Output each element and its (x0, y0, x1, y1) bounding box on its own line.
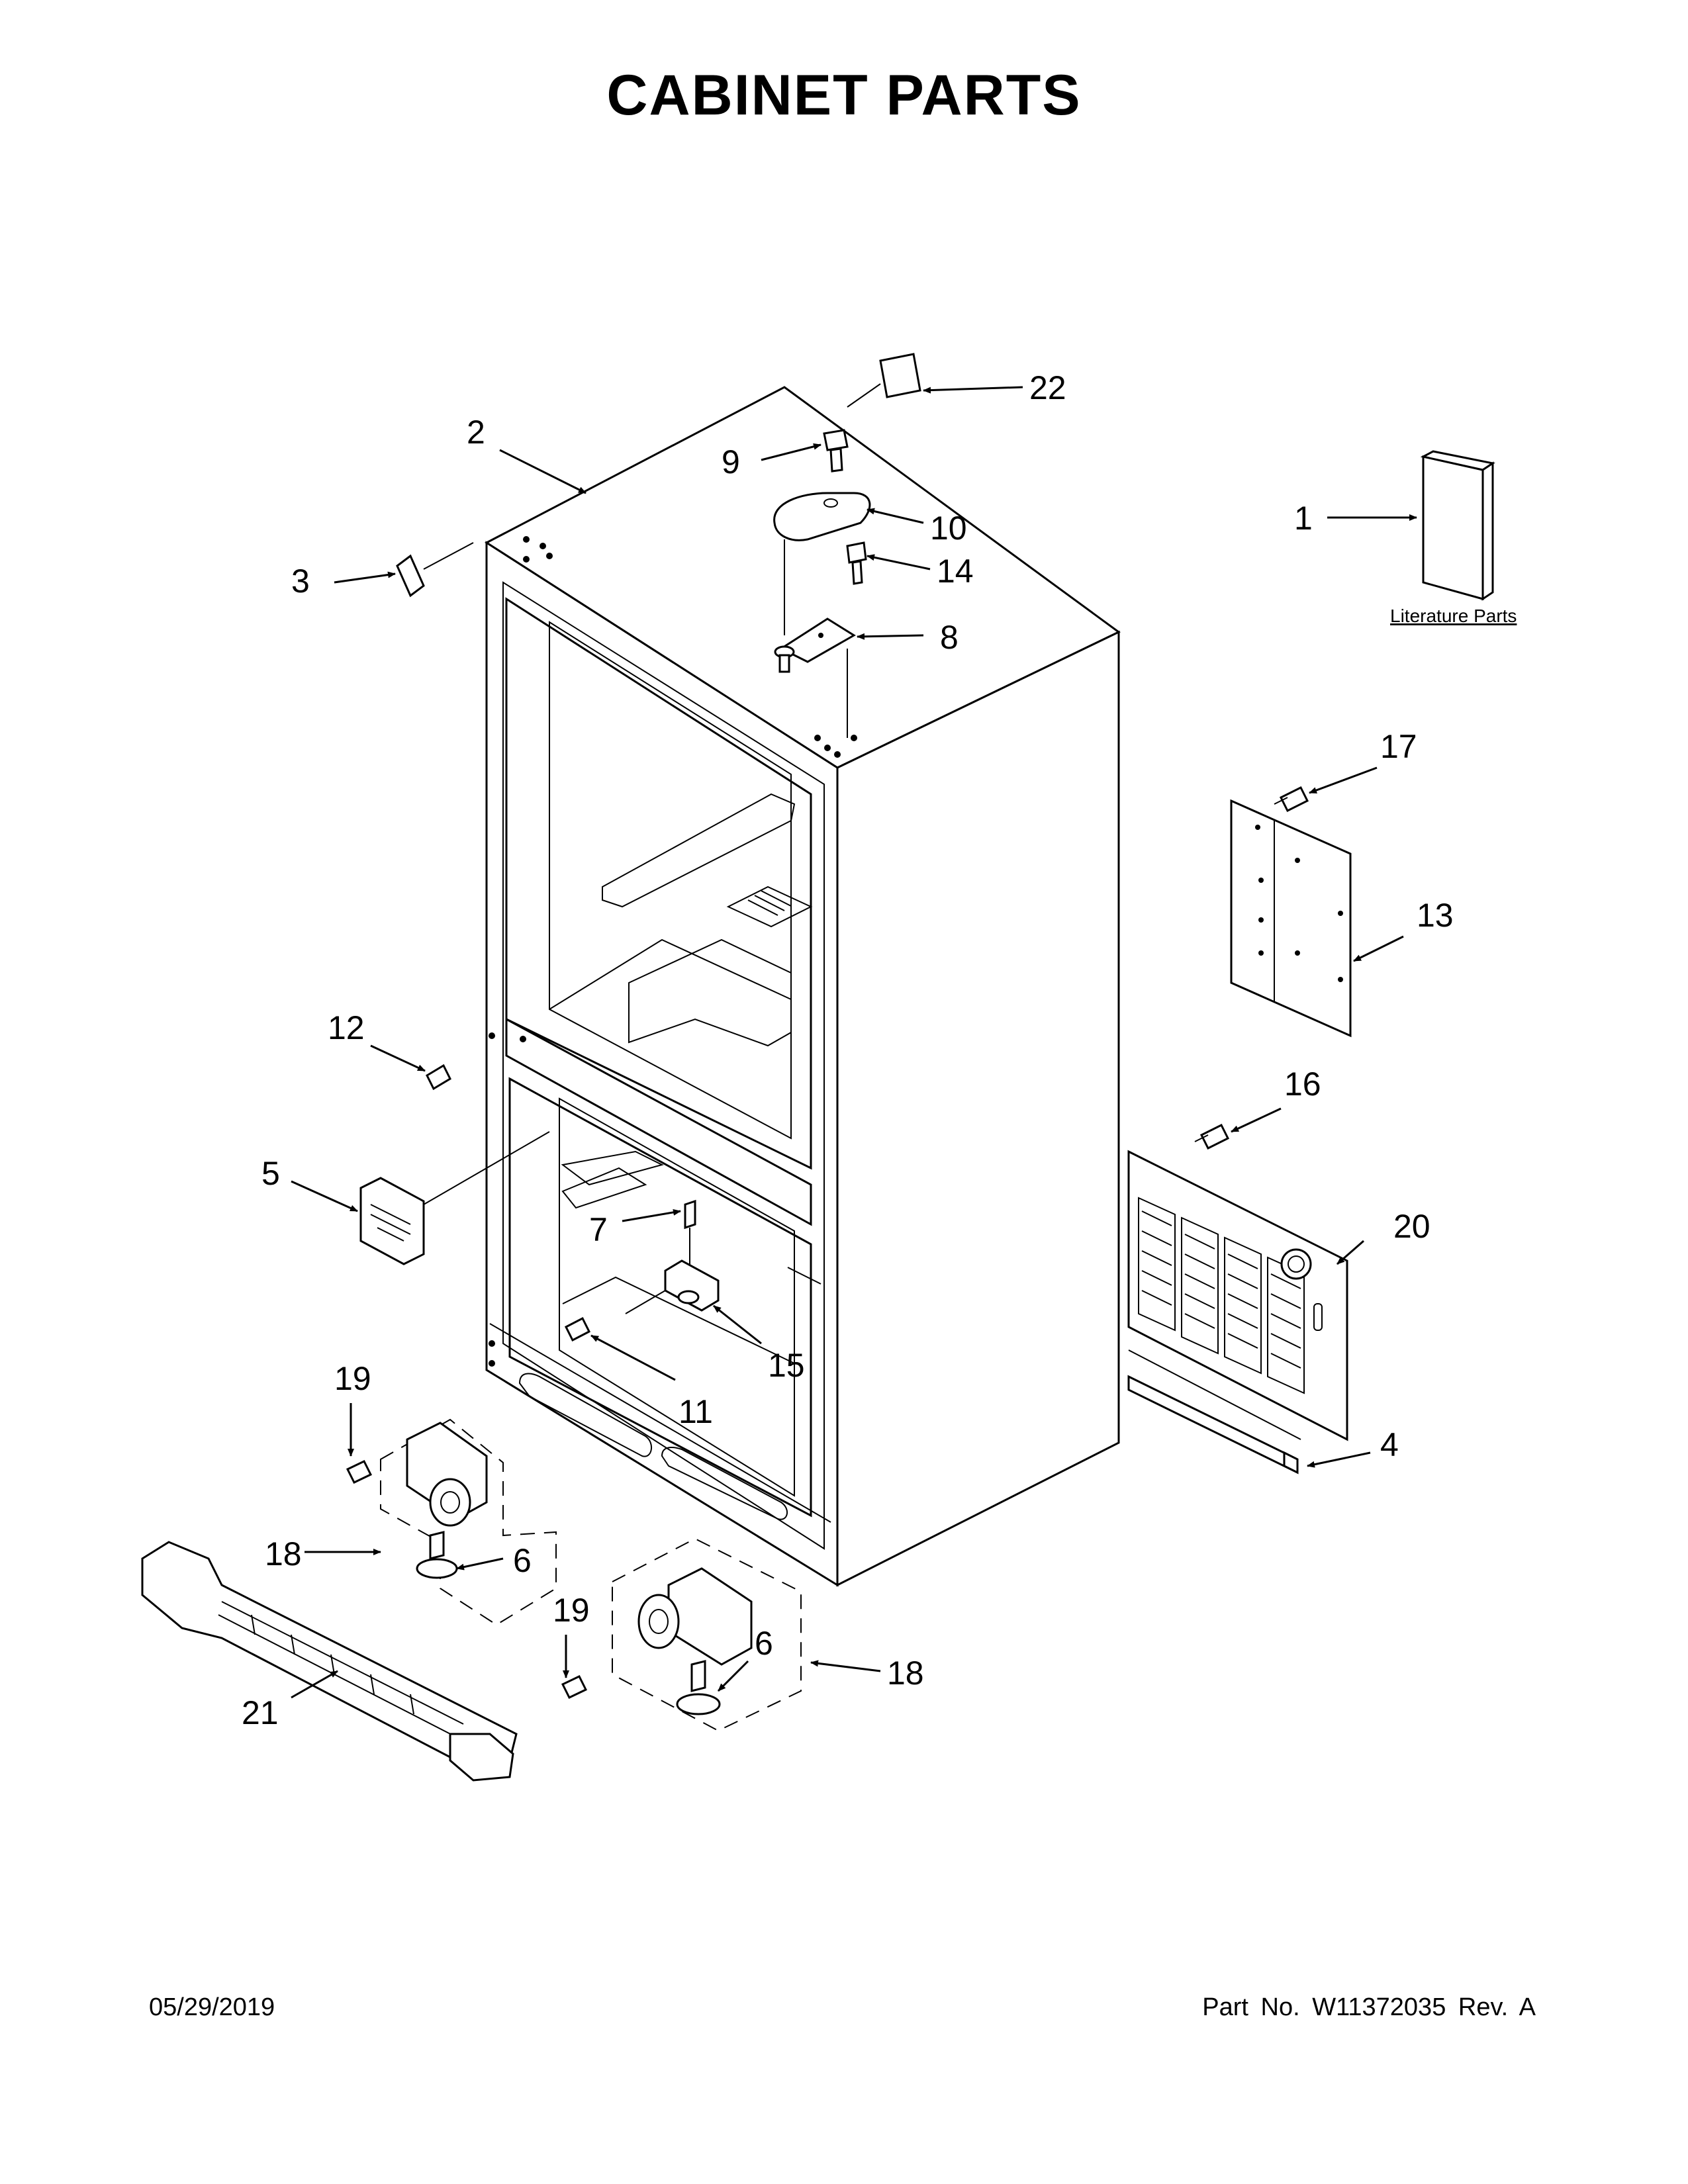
caster-assembly-left (380, 1418, 557, 1626)
callout-6-right: 6 (755, 1625, 773, 1662)
footer-date: 05/29/2019 (149, 1993, 275, 2021)
callout-1: 1 (1294, 500, 1313, 537)
clip-3 (396, 542, 474, 598)
hinge-cap-10 (773, 492, 871, 541)
callout-8: 8 (940, 619, 959, 656)
callout-10: 10 (930, 510, 967, 547)
housing-5 (359, 1131, 550, 1265)
bracket-15 (625, 1259, 720, 1314)
bottom-strip-4 (1127, 1375, 1299, 1475)
hinge-screw-9 (823, 429, 849, 473)
callout-14: 14 (937, 553, 974, 590)
callout-6-left: 6 (513, 1542, 532, 1579)
top-hinge-8 (774, 539, 856, 738)
rear-grille-20 (1127, 1150, 1348, 1441)
caster-assembly-right (612, 1537, 802, 1732)
base-grille-21 (141, 1541, 518, 1782)
callout-22: 22 (1029, 369, 1066, 406)
leader-arrows (291, 386, 1417, 1699)
callout-19-right: 19 (553, 1592, 590, 1629)
back-panel-13 (1230, 799, 1352, 1038)
callout-11: 11 (679, 1393, 713, 1430)
callout-18-left: 18 (265, 1535, 302, 1572)
screw-12 (426, 1064, 451, 1091)
screw-17 (1274, 786, 1309, 813)
screw-19-right (561, 1675, 588, 1699)
cabinet-body (485, 386, 1121, 1587)
callout-labels: 22 2 9 10 14 8 3 1 Literature Parts 17 1… (242, 369, 1517, 1731)
callout-5: 5 (261, 1155, 280, 1192)
callout-21: 21 (242, 1694, 279, 1731)
callout-9: 9 (722, 443, 740, 480)
screw-16 (1194, 1123, 1230, 1150)
callout-20: 20 (1393, 1208, 1430, 1245)
callout-2: 2 (467, 414, 485, 451)
callout-4: 4 (1380, 1426, 1399, 1463)
literature-parts-label: Literature Parts (1390, 606, 1517, 626)
hinge-screw-14 (846, 541, 867, 585)
callout-7: 7 (589, 1211, 608, 1248)
callout-15: 15 (768, 1347, 805, 1384)
literature-book-1 (1420, 450, 1495, 601)
footer-part-number: Part No. W11372035 Rev. A (1202, 1993, 1536, 2021)
screw-11 (564, 1316, 591, 1342)
callout-18-right: 18 (887, 1655, 924, 1692)
callout-13: 13 (1417, 897, 1454, 934)
callout-3: 3 (291, 563, 310, 600)
label-patch-22 (879, 353, 921, 398)
callout-12: 12 (328, 1009, 365, 1046)
callout-19-left: 19 (334, 1360, 371, 1397)
callout-16: 16 (1284, 1066, 1321, 1103)
page-title: CABINET PARTS (606, 64, 1082, 127)
screw-19-left (346, 1460, 373, 1484)
callout-17: 17 (1380, 728, 1417, 765)
